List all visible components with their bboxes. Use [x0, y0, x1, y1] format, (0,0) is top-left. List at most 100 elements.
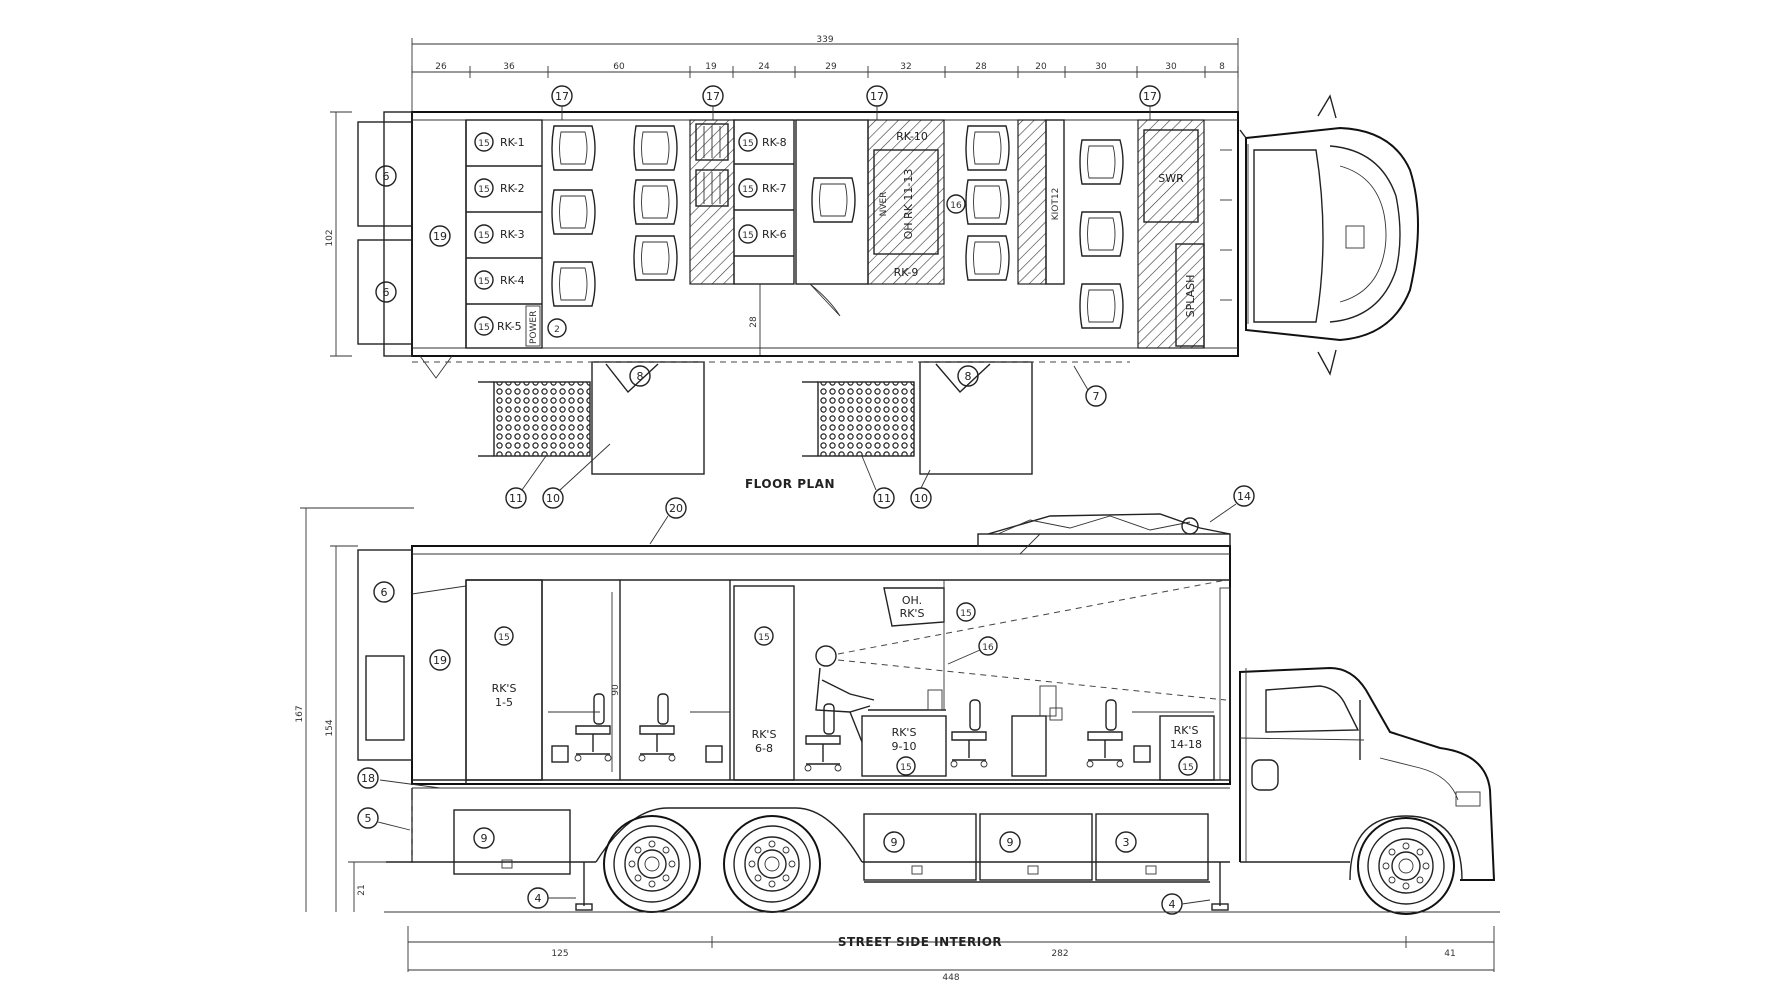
- callout-17-a: 17: [551, 85, 573, 120]
- svg-text:15: 15: [1182, 763, 1193, 773]
- dim-aisle: 28: [749, 316, 759, 328]
- svg-text:10: 10: [546, 492, 560, 505]
- rks-6-8-line2: 6-8: [755, 742, 773, 755]
- svg-text:15: 15: [960, 609, 971, 619]
- kiosk-strip: [1017, 119, 1047, 285]
- cab-side-view: [1239, 666, 1496, 881]
- callout-17-c: 17: [866, 85, 888, 120]
- underbody-storage-4: [1095, 813, 1209, 881]
- rack-rk7: RK-7: [762, 182, 787, 195]
- dim-seg-3: 60: [613, 62, 625, 72]
- svg-text:15: 15: [758, 633, 769, 643]
- rack-column-1-5: 15 RK-1 15 RK-2 15 RK-3 15 RK-4 15 RK-5 …: [465, 119, 567, 349]
- dim-seg-11: 30: [1165, 62, 1177, 72]
- svg-text:8: 8: [637, 370, 644, 383]
- svg-text:15: 15: [478, 139, 489, 149]
- svg-text:20: 20: [669, 502, 683, 515]
- rks-6-8-line1: RK'S: [752, 728, 777, 741]
- svg-text:15: 15: [478, 185, 489, 195]
- underbody-storage-3: [979, 813, 1093, 881]
- svg-text:18: 18: [361, 772, 375, 785]
- rack-column-6-8: 15 RK-8 15 RK-7 15 RK-6: [733, 119, 795, 285]
- nvr-label: NVER: [879, 192, 889, 217]
- dim-seg-5: 24: [758, 62, 770, 72]
- cabinet-rks-1-5: [465, 579, 543, 781]
- rear-generator-side: [357, 549, 413, 761]
- callout-7: 7: [1073, 365, 1107, 407]
- rks-14-18-line2: 14-18: [1170, 738, 1202, 751]
- swr-label: SWR: [1158, 172, 1184, 185]
- callout-16-side: 16: [947, 636, 998, 665]
- side-height-dimensions: 167 154 21: [295, 507, 414, 912]
- side-length-dimensions: 125 282 41 448 STREET SIDE INTERIOR: [407, 926, 1495, 983]
- oh-rks-line2: RK'S: [900, 607, 925, 620]
- step-grate-left: [493, 381, 591, 457]
- callout-17-d: 17: [1139, 85, 1161, 120]
- callout-9-a: 9: [473, 827, 495, 849]
- callout-19-top: 19: [429, 225, 451, 247]
- dim-bottom-seg-1: 125: [551, 949, 568, 959]
- dim-bottom-seg-3: 41: [1444, 949, 1455, 959]
- callout-6-top-lower: 6: [375, 281, 397, 303]
- desk-rks-9-10: [861, 715, 947, 777]
- operator-figure: [815, 645, 875, 743]
- callout-11-left: 11: [505, 455, 547, 509]
- rks-1-5-line2: 1-5: [495, 696, 513, 709]
- cab-top-view: [1239, 94, 1419, 376]
- dim-bottom-seg-2: 282: [1051, 949, 1068, 959]
- svg-text:17: 17: [870, 90, 884, 103]
- callout-5: 5: [357, 807, 411, 831]
- rack-rk1: RK-1: [500, 136, 525, 149]
- svg-text:15: 15: [742, 231, 753, 241]
- rks-1-5-line1: RK'S: [492, 682, 517, 695]
- floor-plan-caption: FLOOR PLAN: [745, 477, 835, 491]
- callout-10-left: 10: [542, 443, 611, 509]
- svg-text:14: 14: [1237, 490, 1251, 503]
- callout-19-side: 19: [429, 649, 451, 671]
- callout-9-c: 9: [999, 831, 1021, 853]
- dim-seg-10: 30: [1095, 62, 1107, 72]
- callout-6-top-upper: 6: [375, 165, 397, 187]
- callout-20: 20: [649, 497, 687, 545]
- svg-text:6: 6: [381, 586, 388, 599]
- svg-text:17: 17: [1143, 90, 1157, 103]
- dim-overall-length: 339: [816, 35, 833, 45]
- dim-seg-7: 32: [900, 62, 911, 72]
- svg-text:9: 9: [481, 832, 488, 845]
- floor-plan-dimensions: 339 26 36 60 19 24 29 32 28 20 30 30 8: [325, 35, 1239, 357]
- dim-overall-length-side: 448: [942, 973, 959, 983]
- svg-text:11: 11: [509, 492, 523, 505]
- dim-seg-8: 28: [975, 62, 987, 72]
- dim-width: 102: [325, 229, 335, 246]
- svg-text:6: 6: [383, 170, 390, 183]
- rack-oh-11-13: OH RK 11-13: [902, 169, 915, 240]
- svg-text:15: 15: [900, 763, 911, 773]
- svg-text:8: 8: [965, 370, 972, 383]
- svg-text:17: 17: [555, 90, 569, 103]
- underbody-storage-1: [453, 809, 571, 875]
- front-utility-block: [1137, 119, 1205, 349]
- rks-9-10-line1: RK'S: [892, 726, 917, 739]
- generator-box-lower: [357, 239, 413, 345]
- svg-text:7: 7: [1093, 390, 1100, 403]
- generator-box-upper: [357, 121, 413, 227]
- callout-18: 18: [357, 767, 379, 789]
- callout-3: 3: [1115, 831, 1137, 853]
- svg-text:15: 15: [478, 231, 489, 241]
- dim-seg-2: 36: [503, 62, 515, 72]
- rack-rk9: RK-9: [894, 266, 919, 279]
- svg-text:15: 15: [498, 633, 509, 643]
- svg-text:15: 15: [478, 277, 489, 287]
- dim-seg-12: 8: [1219, 62, 1225, 72]
- svg-text:4: 4: [1169, 898, 1176, 911]
- street-side-elevation: 20 14 6 19 15 RK'S 1-5 90: [295, 485, 1500, 983]
- callout-15-oh: 15: [956, 602, 976, 622]
- power-label: POWER: [529, 311, 539, 344]
- floor-plan: 339 26 36 60 19 24 29 32 28 20 30 30 8: [325, 35, 1419, 509]
- dim-seg-9: 20: [1035, 62, 1047, 72]
- svg-text:9: 9: [891, 836, 898, 849]
- rack-rk4: RK-4: [500, 274, 525, 287]
- svg-text:16: 16: [982, 643, 994, 653]
